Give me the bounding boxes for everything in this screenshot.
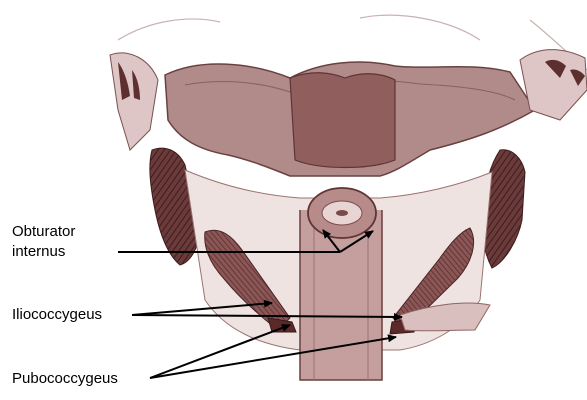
label-obturator-internus-line1: Obturator	[12, 222, 112, 242]
label-obturator-internus: Obturator internus	[12, 222, 112, 262]
right-lateral-wall	[520, 50, 587, 120]
left-lateral-wall	[110, 53, 158, 150]
label-iliococcygeus: Iliococcygeus	[12, 305, 102, 325]
label-pubococcygeus: Pubococcygeus	[12, 369, 118, 389]
label-obturator-internus-line2: internus	[12, 242, 112, 262]
sacral-area	[290, 73, 395, 168]
